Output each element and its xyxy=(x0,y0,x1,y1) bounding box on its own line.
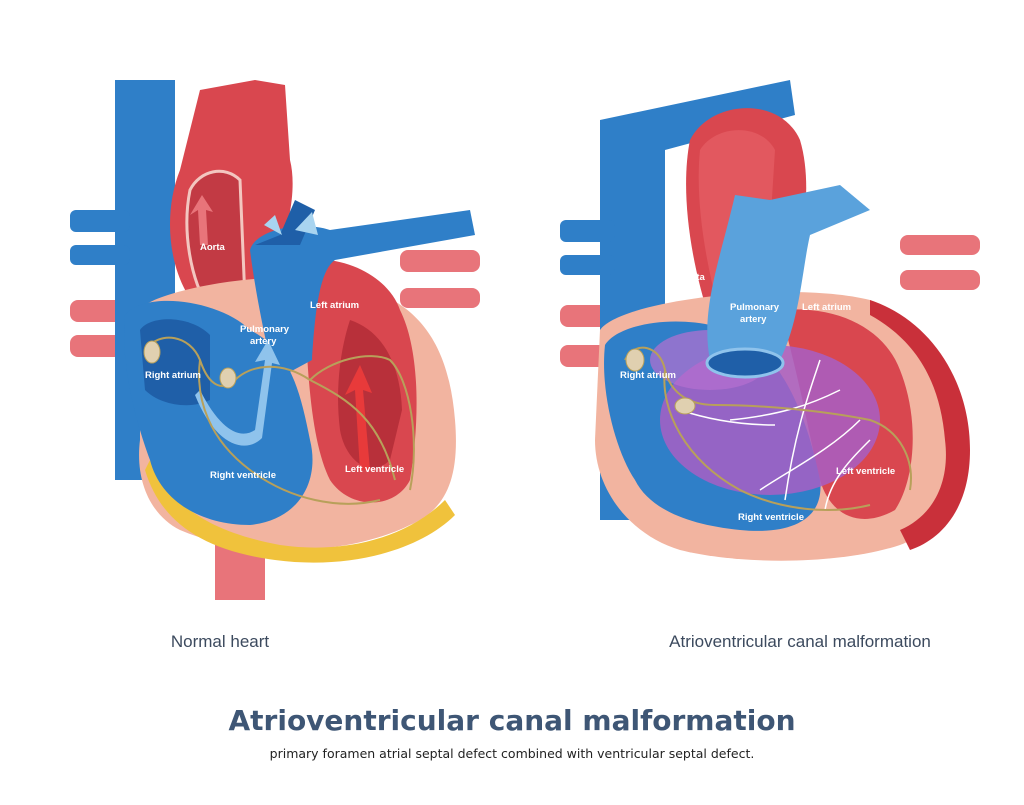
av-canal-heart-illustration: Aorta Pulmonary artery Left atrium Right… xyxy=(560,80,980,561)
conduction-system xyxy=(144,336,415,505)
label-pulmonary-artery-1: Pulmonary xyxy=(730,302,780,313)
label-right-ventricle: Right ventricle xyxy=(210,470,276,481)
label-left-atrium: Left atrium xyxy=(802,302,851,313)
label-aorta: Aorta xyxy=(200,242,226,253)
label-right-atrium: Right atrium xyxy=(145,370,201,381)
label-left-atrium: Left atrium xyxy=(310,300,359,311)
label-left-ventricle: Left ventricle xyxy=(345,464,404,475)
caption-av-canal: Atrioventricular canal malformation xyxy=(669,632,931,651)
pulmonary-artery xyxy=(250,210,475,380)
av-canal-heart-diagram: Aorta Pulmonary artery Left atrium Right… xyxy=(540,60,1010,600)
page-subtitle: primary foramen atrial septal defect com… xyxy=(269,746,755,761)
normal-heart-diagram: Aorta Pulmonary artery Left atrium Right… xyxy=(50,60,520,600)
label-right-atrium: Right atrium xyxy=(620,370,676,381)
label-pulmonary-artery-1: Pulmonary xyxy=(240,324,290,335)
label-pulmonary-artery-2: artery xyxy=(250,336,277,347)
label-pulmonary-artery-2: artery xyxy=(740,314,767,325)
pulmonary-artery xyxy=(707,185,870,375)
caption-normal-heart: Normal heart xyxy=(170,632,270,651)
label-aorta: Aorta xyxy=(680,272,706,283)
label-left-ventricle: Left ventricle xyxy=(836,466,895,477)
label-right-ventricle: Right ventricle xyxy=(738,512,804,523)
page-title: Atrioventricular canal malformation xyxy=(228,704,796,737)
conduction-system xyxy=(624,346,912,511)
normal-heart-illustration: Aorta Pulmonary artery Left atrium Right… xyxy=(70,80,480,600)
